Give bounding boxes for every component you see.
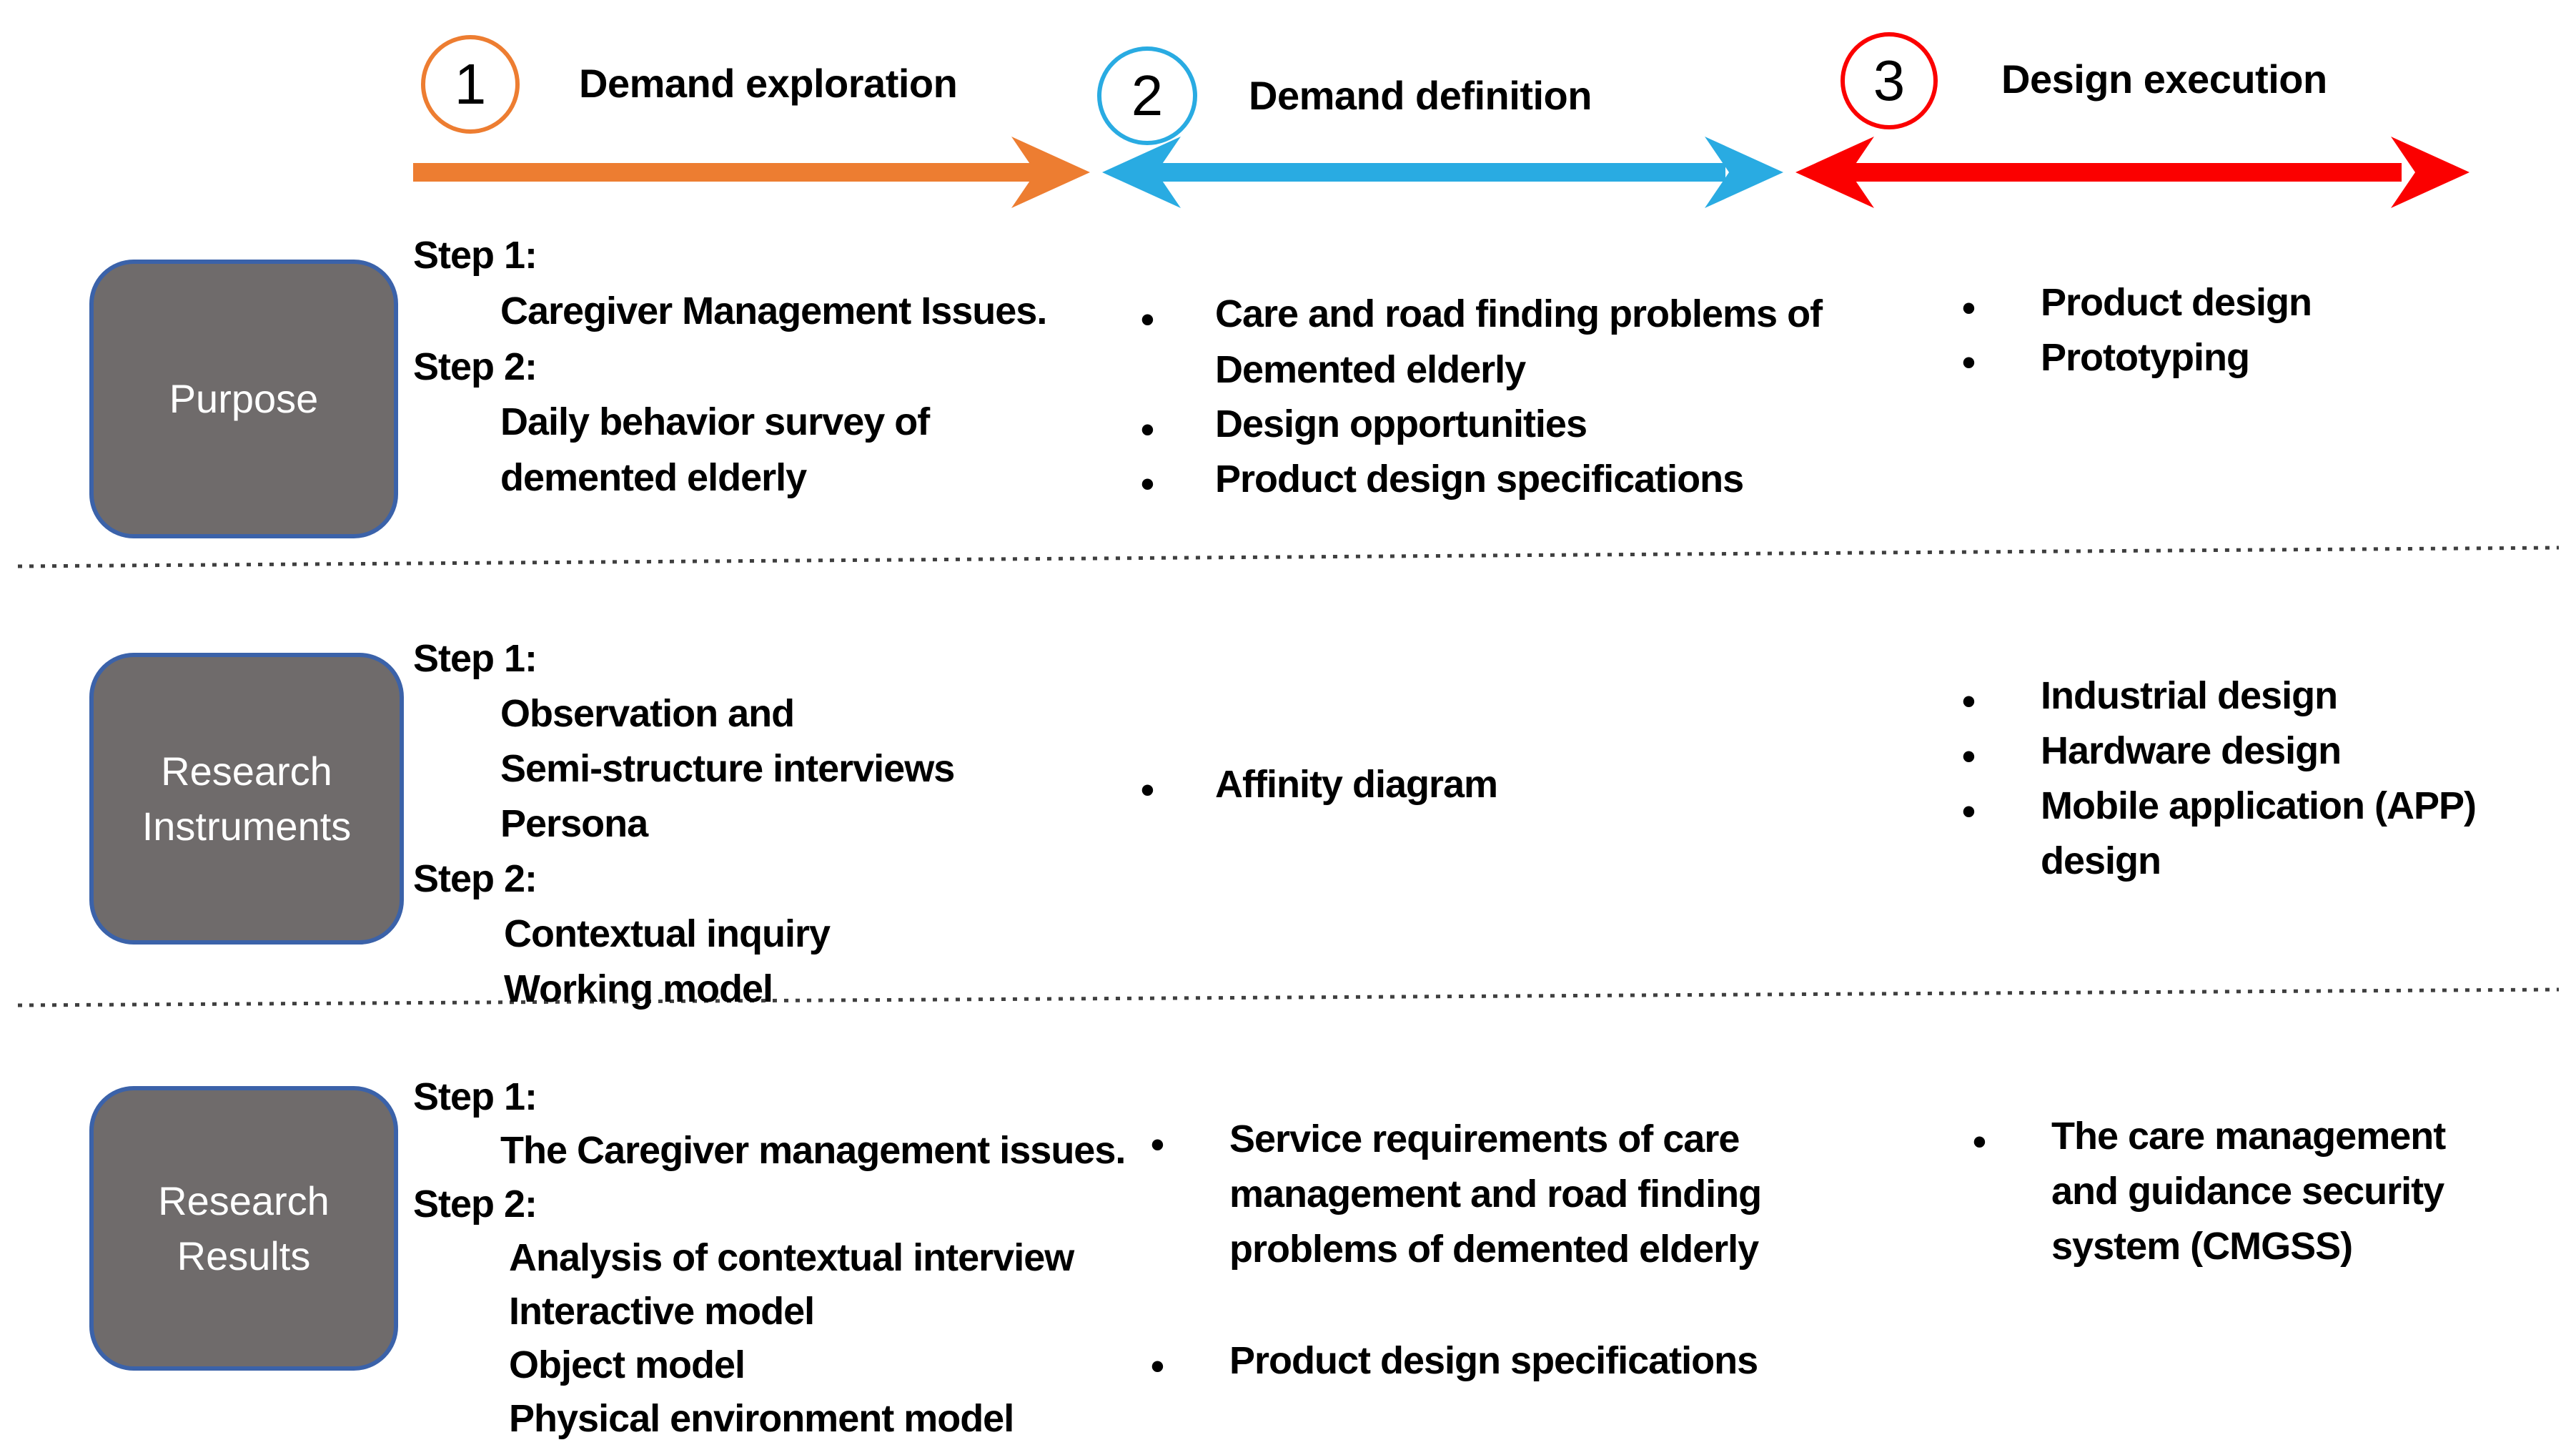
results-exploration-step1-item: The Caregiver management issues. [500, 1129, 1126, 1172]
bullet-icon: • [1962, 735, 1976, 778]
bullet-icon: • [1962, 287, 1976, 330]
purpose-box-label: Purpose [169, 376, 319, 422]
instruments-execution-item1: Industrial design [2041, 674, 2338, 717]
bullet-icon: • [1962, 341, 1976, 384]
instruments-execution-item2: Hardware design [2041, 729, 2342, 772]
purpose-box: Purpose [89, 260, 398, 538]
phase3-label: Design execution [2001, 56, 2327, 102]
research-results-box: Research Results [89, 1086, 398, 1371]
purpose-definition-item1-line2: Demented elderly [1215, 348, 1526, 391]
bullet-icon: • [1962, 790, 1976, 833]
purpose-definition-item2: Design opportunities [1215, 403, 1587, 445]
phase2-number-circle-icon [1097, 46, 1197, 145]
purpose-definition-item3: Product design specifications [1215, 458, 1744, 500]
instruments-execution-item3-line1: Mobile application (APP) [2041, 784, 2477, 827]
results-exploration-step2-item2: Interactive model [509, 1290, 815, 1333]
results-definition-item2: Product design specifications [1229, 1339, 1758, 1382]
bullet-icon: • [1141, 298, 1154, 341]
research-results-box-label-line2: Results [177, 1233, 311, 1278]
instruments-exploration-step1-item1: Observation and [500, 692, 795, 735]
bullet-icon: • [1973, 1120, 1986, 1163]
bullet-icon: • [1151, 1123, 1164, 1166]
purpose-exploration-step2-label: Step 2: [413, 345, 538, 388]
results-exploration-step2-item3: Object model [509, 1343, 745, 1386]
purpose-definition-item1-line1: Care and road finding problems of [1215, 292, 1823, 335]
bullet-icon: • [1962, 680, 1976, 723]
instruments-exploration-step2-label: Step 2: [413, 857, 538, 900]
purpose-exploration-step1-item: Caregiver Management Issues. [500, 290, 1047, 332]
instruments-execution-item3-line2: design [2041, 839, 2161, 882]
purpose-execution-item2: Prototyping [2041, 336, 2250, 379]
bullet-icon: • [1141, 408, 1154, 451]
results-exploration-step2-item1: Analysis of contextual interview [509, 1236, 1074, 1279]
phase2-arrowhead-left-icon [1102, 137, 1181, 208]
instruments-exploration-step2-item2: Working model [504, 967, 773, 1010]
results-exploration-step1-label: Step 1: [413, 1075, 538, 1118]
results-definition-item1-line1: Service requirements of care [1229, 1118, 1740, 1160]
research-instruments-box-label-line1: Research [161, 748, 332, 794]
results-definition-item1-line2: management and road finding [1229, 1173, 1762, 1215]
instruments-exploration-step2-item1: Contextual inquiry [504, 912, 831, 955]
instruments-definition-item1: Affinity diagram [1215, 763, 1498, 806]
phase2-arrowhead-right-icon [1705, 137, 1783, 208]
purpose-exploration-step1-label: Step 1: [413, 234, 538, 277]
research-instruments-box-label-line2: Instruments [142, 804, 352, 849]
phase3-arrow-shaft [1847, 163, 2402, 182]
results-execution-item1-line2: and guidance security [2051, 1170, 2444, 1213]
phase2-number: 2 [1131, 64, 1164, 127]
row-divider-2 [17, 987, 2560, 1007]
instruments-exploration-step1-item2: Semi-structure interviews [500, 747, 955, 790]
phase1-arrowhead-right-icon [1011, 137, 1090, 208]
phase3-number-circle-icon [1841, 32, 1938, 129]
phase2-arrow-shaft [1154, 163, 1725, 182]
phase3-arrowhead-left-icon [1795, 137, 1874, 208]
results-exploration-step2-item4: Physical environment model [509, 1397, 1014, 1440]
instruments-exploration-step1-item3: Persona [500, 802, 648, 845]
results-execution-item1-line3: system (CMGSS) [2051, 1225, 2353, 1268]
phase1-number-circle-icon [421, 35, 520, 134]
results-exploration-step2-label: Step 2: [413, 1183, 538, 1225]
phase3-arrowhead-right-icon [2391, 137, 2470, 208]
phase2-label: Demand definition [1249, 73, 1592, 118]
bullet-icon: • [1151, 1345, 1164, 1388]
results-definition-item1-line3: problems of demented elderly [1229, 1228, 1759, 1271]
phase1-arrow-shaft [413, 163, 1036, 182]
results-execution-item1-line1: The care management [2051, 1115, 2446, 1158]
instruments-exploration-step1-label: Step 1: [413, 637, 538, 680]
phase1-label: Demand exploration [579, 61, 958, 106]
research-results-box-label-line1: Research [158, 1178, 330, 1223]
research-instruments-box: Research Instruments [89, 653, 404, 945]
phase1-number: 1 [454, 52, 487, 116]
purpose-exploration-step2-item-line1: Daily behavior survey of [500, 400, 930, 443]
purpose-exploration-step2-item-line2: demented elderly [500, 456, 807, 499]
purpose-execution-item1: Product design [2041, 281, 2312, 324]
bullet-icon: • [1141, 769, 1154, 812]
row-divider-1 [17, 546, 2560, 568]
bullet-icon: • [1141, 463, 1154, 505]
phase3-number: 3 [1873, 49, 1906, 112]
